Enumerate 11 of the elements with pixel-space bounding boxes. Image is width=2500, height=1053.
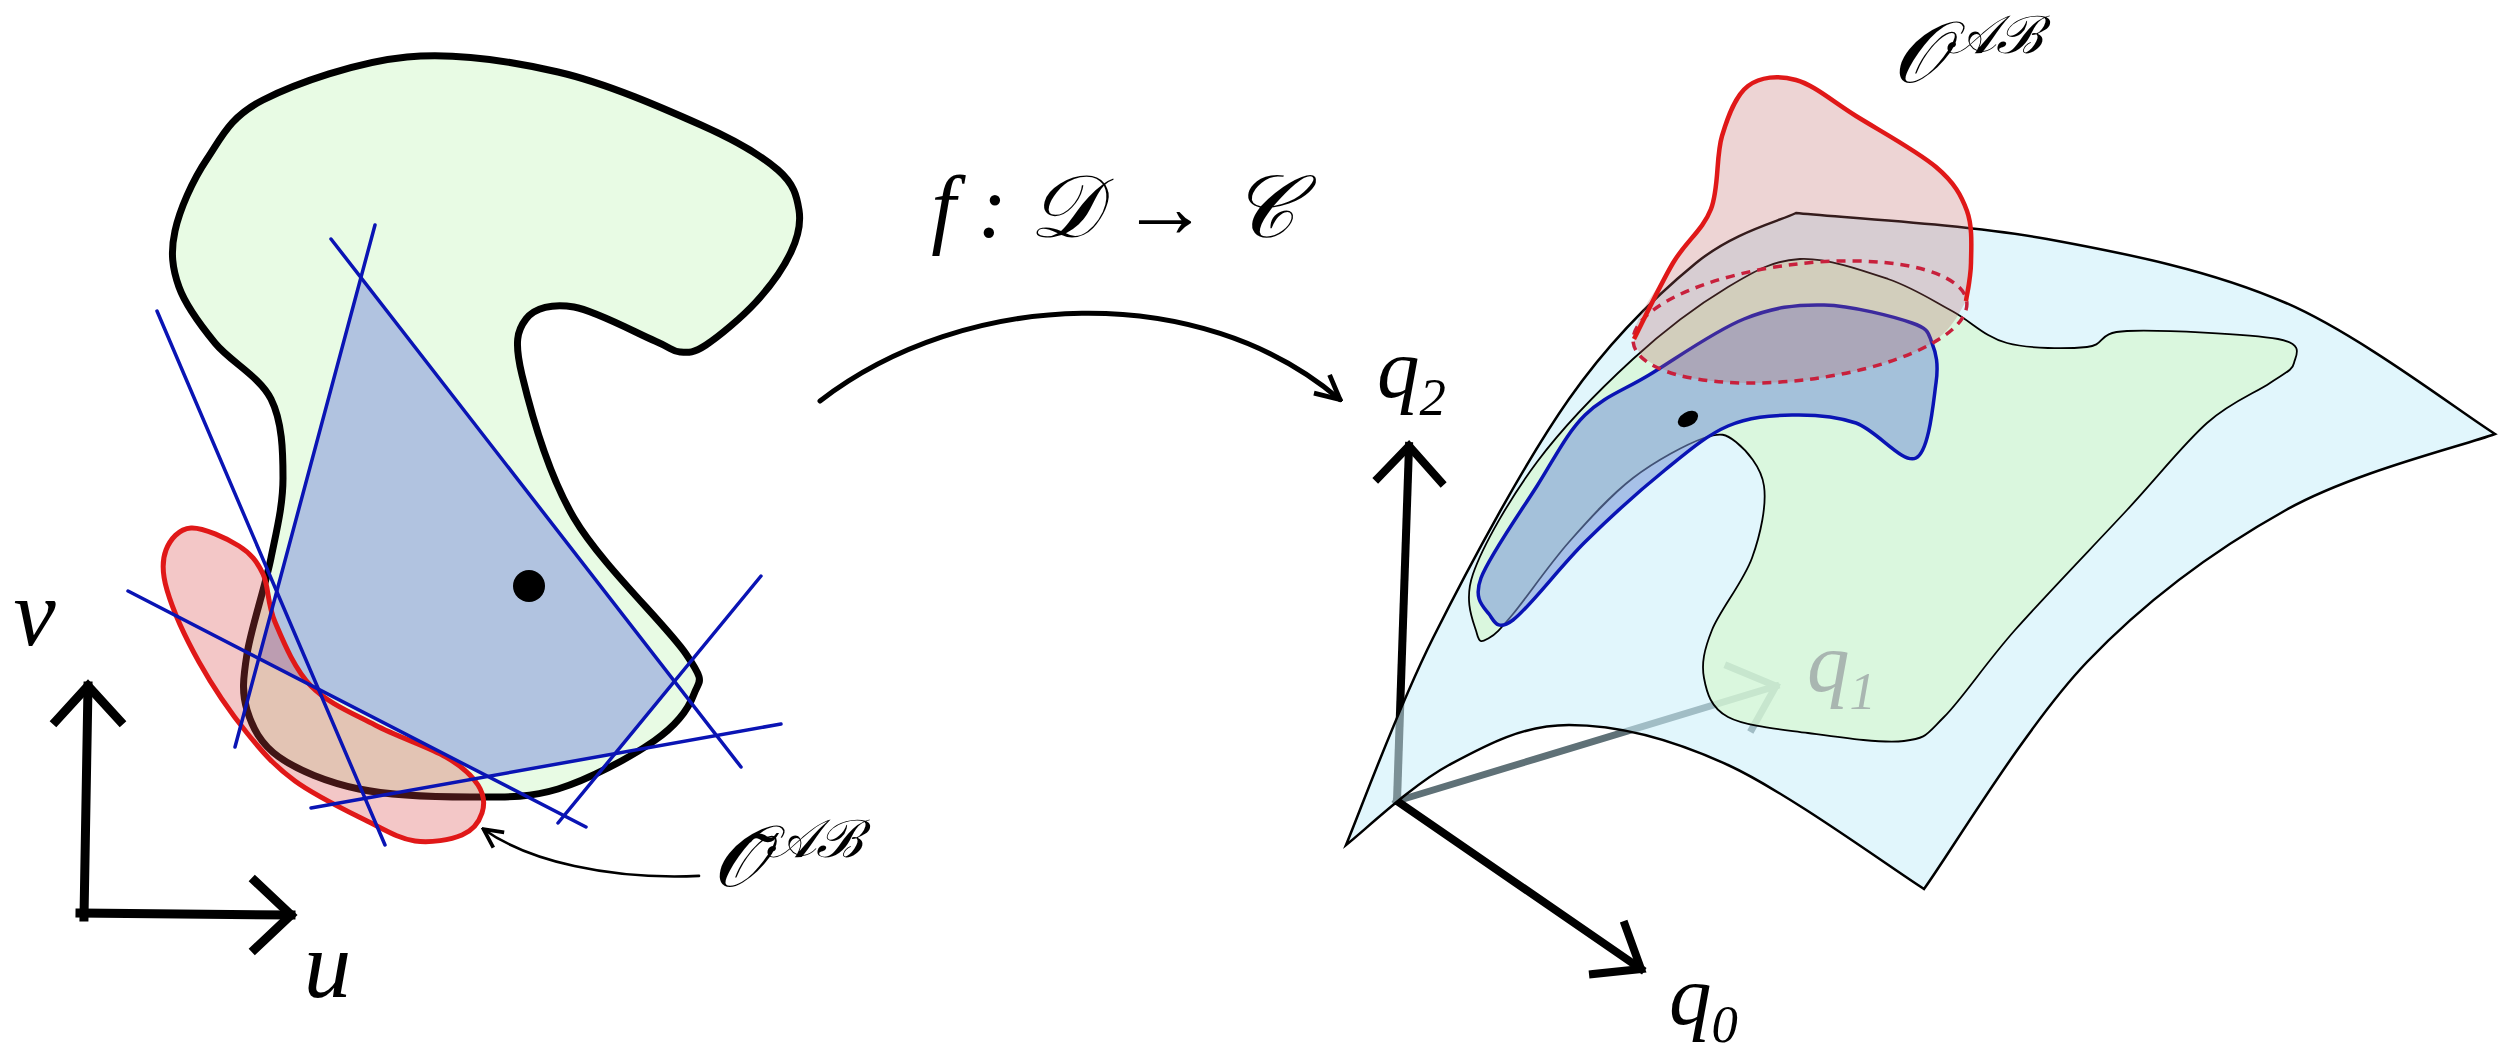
axis-label: v	[12, 559, 57, 669]
edge-label: f : 𝒟 → 𝒞	[918, 140, 1326, 283]
math-label: 𝒪̃$^{𝒜ℬ}$	[699, 792, 891, 932]
math-label: 𝒪$^{𝒜ℬ}$	[1879, 0, 2071, 128]
axis-label: q$_{2}$	[1376, 320, 1447, 429]
leader-arrow	[481, 827, 701, 878]
curved-arrow	[817, 310, 1343, 404]
shaded-region	[160, 525, 486, 845]
axis-label: u	[302, 911, 353, 1021]
axis-label: q$_{1}$	[1806, 614, 1877, 723]
axis-label: q$_{0}$	[1668, 947, 1739, 1053]
